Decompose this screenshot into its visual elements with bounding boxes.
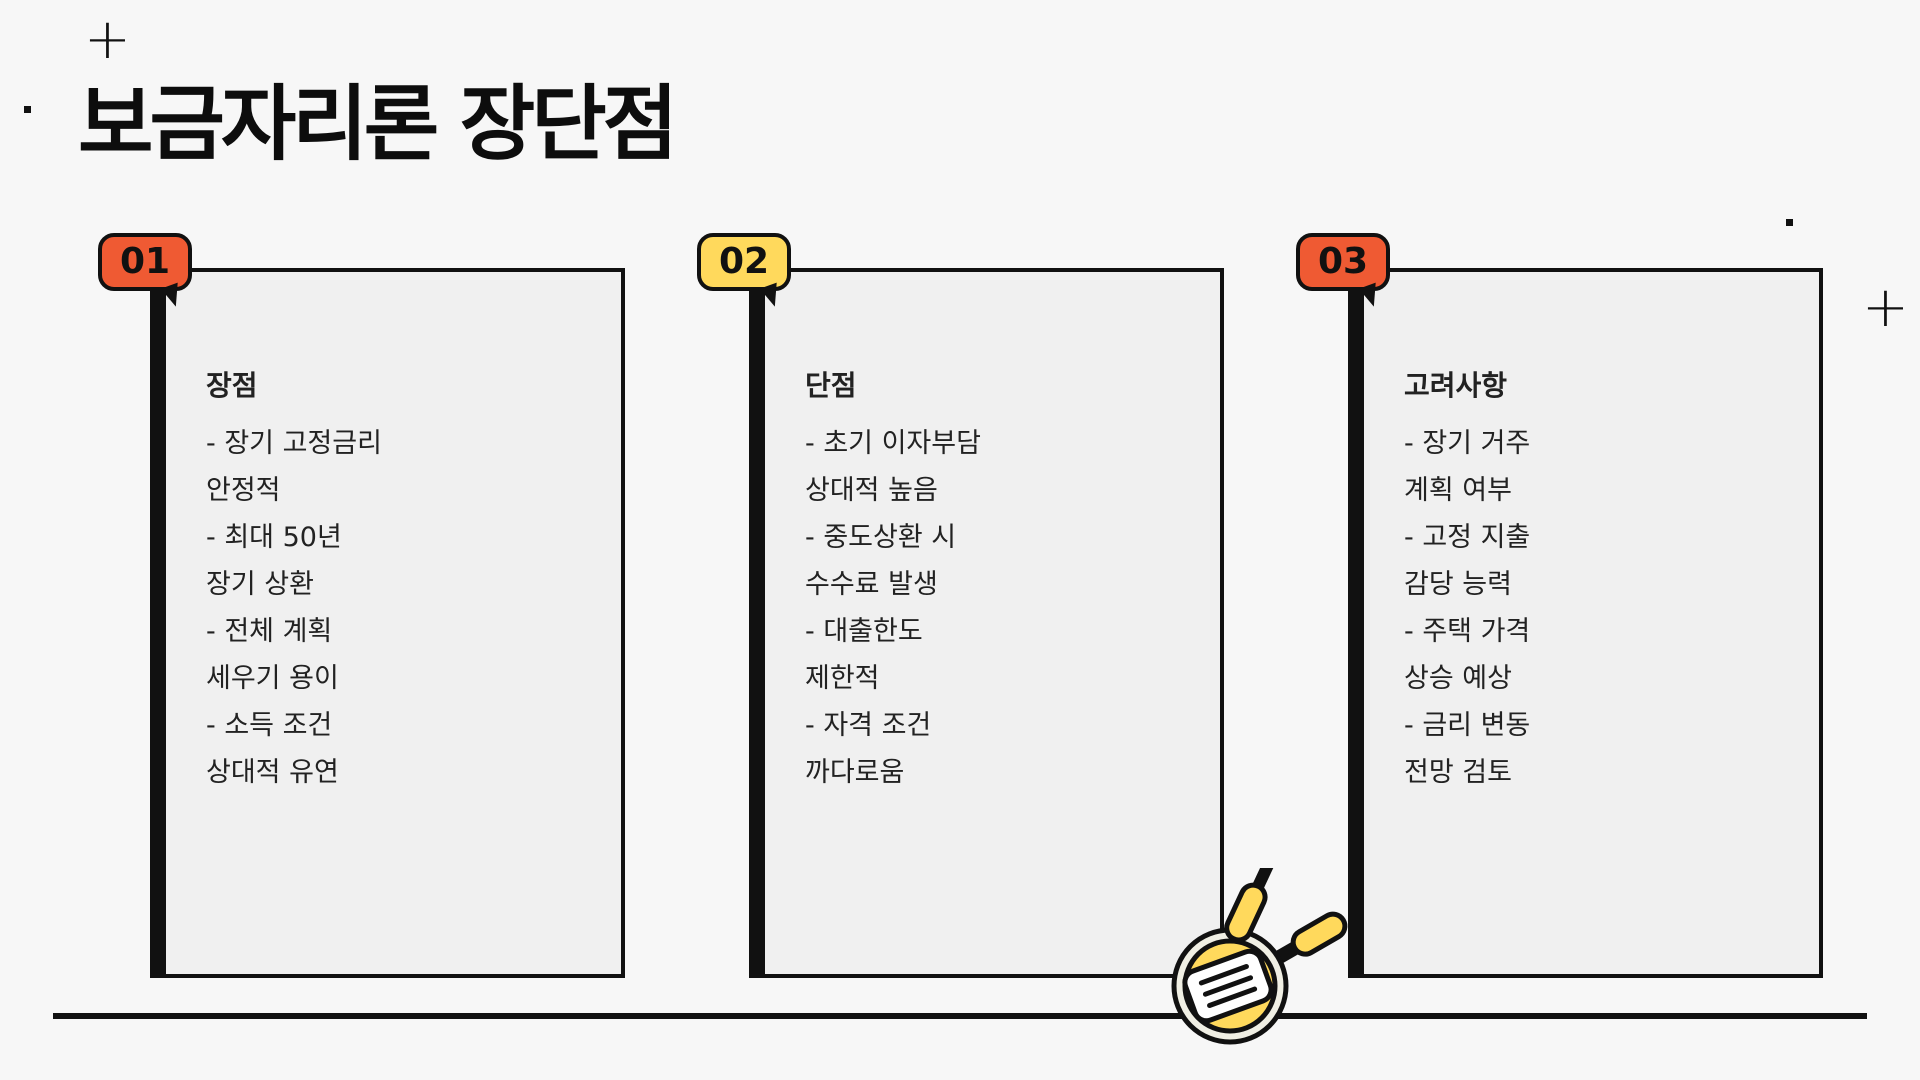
plus-icon: + (84, 7, 131, 72)
list-item: - 고정 지출 (1404, 522, 1531, 553)
list-item: - 전체 계획 (206, 616, 333, 647)
list-item: - 장기 거주 (1404, 428, 1531, 459)
list-item: - 초기 이자부담 (805, 428, 981, 459)
timeline-baseline (53, 1013, 1867, 1019)
list-item: 수수료 발생 (805, 569, 938, 600)
card-list: - 장기 거주 계획 여부 - 고정 지출 감당 능력 - 주택 가격 상승 예… (1404, 420, 1530, 796)
card-list: - 초기 이자부담 상대적 높음 - 중도상환 시 수수료 발생 - 대출한도 … (805, 420, 981, 796)
list-item: 상대적 높음 (805, 475, 938, 506)
list-item: 제한적 (805, 663, 880, 694)
list-item: - 대출한도 (805, 616, 923, 647)
card-number: 02 (718, 241, 770, 282)
list-item: 전망 검토 (1404, 757, 1512, 788)
disadvantages-card: 단점 - 초기 이자부담 상대적 높음 - 중도상환 시 수수료 발생 - 대출… (749, 268, 1224, 978)
card-list: - 장기 고정금리 안정적 - 최대 50년 장기 상환 - 전체 계획 세우기… (206, 420, 382, 796)
list-item: 장기 상환 (206, 569, 314, 600)
plus-icon: + (1862, 275, 1909, 340)
card-heading: 장점 (206, 369, 258, 402)
list-item: 계획 여부 (1404, 475, 1512, 506)
advantages-card: 장점 - 장기 고정금리 안정적 - 최대 50년 장기 상환 - 전체 계획 … (150, 268, 625, 978)
card-number: 03 (1317, 241, 1369, 282)
list-item: 감당 능력 (1404, 569, 1512, 600)
list-item: - 금리 변동 (1404, 710, 1531, 741)
list-item: 상승 예상 (1404, 663, 1512, 694)
card-heading: 고려사항 (1404, 369, 1508, 402)
list-item: 상대적 유연 (206, 757, 339, 788)
card-number-badge: 01 (98, 233, 192, 310)
card-heading: 단점 (805, 369, 857, 402)
list-item: - 주택 가격 (1404, 616, 1531, 647)
card-number-badge: 03 (1296, 233, 1390, 310)
dot-icon (24, 106, 31, 113)
list-item: 까다로움 (805, 757, 905, 788)
list-item: 세우기 용이 (206, 663, 339, 694)
list-item: - 자격 조건 (805, 710, 932, 741)
dot-icon (1786, 219, 1793, 226)
list-item: - 소득 조건 (206, 710, 333, 741)
list-item: - 중도상환 시 (805, 522, 957, 553)
card-number: 01 (119, 241, 171, 282)
page-title: 보금자리론 장단점 (78, 77, 678, 172)
list-item: - 최대 50년 (206, 522, 342, 553)
list-item: - 장기 고정금리 (206, 428, 382, 459)
considerations-card: 고려사항 - 장기 거주 계획 여부 - 고정 지출 감당 능력 - 주택 가격… (1348, 268, 1823, 978)
card-number-badge: 02 (697, 233, 791, 310)
frying-pan-spatula-icon (1171, 868, 1348, 1045)
list-item: 안정적 (206, 475, 281, 506)
